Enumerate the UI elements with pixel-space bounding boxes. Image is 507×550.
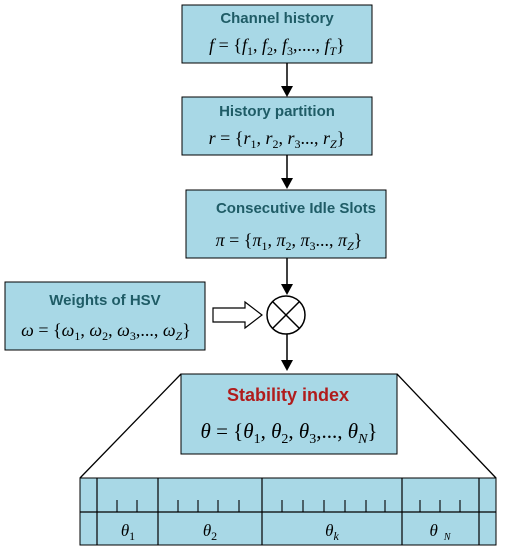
segment-ticks <box>116 500 461 512</box>
multiply-operator <box>266 295 306 335</box>
history-partition-title: History partition <box>219 103 335 120</box>
stability-formula: θ = {θ1, θ2, θ3,..., θN} <box>200 419 377 447</box>
channel-history-title: Channel history <box>220 10 334 27</box>
weights-node: Weights of HSV ω = {ω1, ω2, ω3,..., ωZ} <box>4 281 206 351</box>
hollow-arrow <box>212 300 263 330</box>
idle-slots-title: Consecutive Idle Slots <box>216 200 376 217</box>
channel-history-node: Channel history f = {f1, f2, f3,...., fT… <box>181 4 373 64</box>
idle-slots-node: Consecutive Idle Slots π = {π1, π2, π3..… <box>185 189 387 259</box>
segment-label-k: θk <box>325 521 339 543</box>
arrow-1-head <box>281 86 293 97</box>
history-partition-node: History partition r = {r1, r2, r3..., rZ… <box>181 96 373 156</box>
stability-title: Stability index <box>227 385 349 405</box>
segment-label-1: θ1 <box>121 521 135 543</box>
stability-node: Stability index θ = {θ1, θ2, θ3,..., θN} <box>180 373 398 455</box>
weights-formula: ω = {ω1, ω2, ω3,..., ωZ} <box>21 320 191 343</box>
history-partition-formula: r = {r1, r2, r3..., rZ} <box>209 128 346 151</box>
channel-history-formula: f = {f1, f2, f3,...., fT} <box>209 35 345 58</box>
expand-line-right <box>396 373 497 479</box>
segment-label-2: θ2 <box>203 521 217 543</box>
weights-title: Weights of HSV <box>49 292 160 309</box>
idle-slots-formula: π = {π1, π2, π3..., πZ} <box>216 230 363 253</box>
arrow-2-head <box>281 178 293 189</box>
expand-line-left <box>79 373 182 479</box>
arrow-3-head <box>281 284 293 295</box>
arrow-4-head <box>281 360 293 371</box>
